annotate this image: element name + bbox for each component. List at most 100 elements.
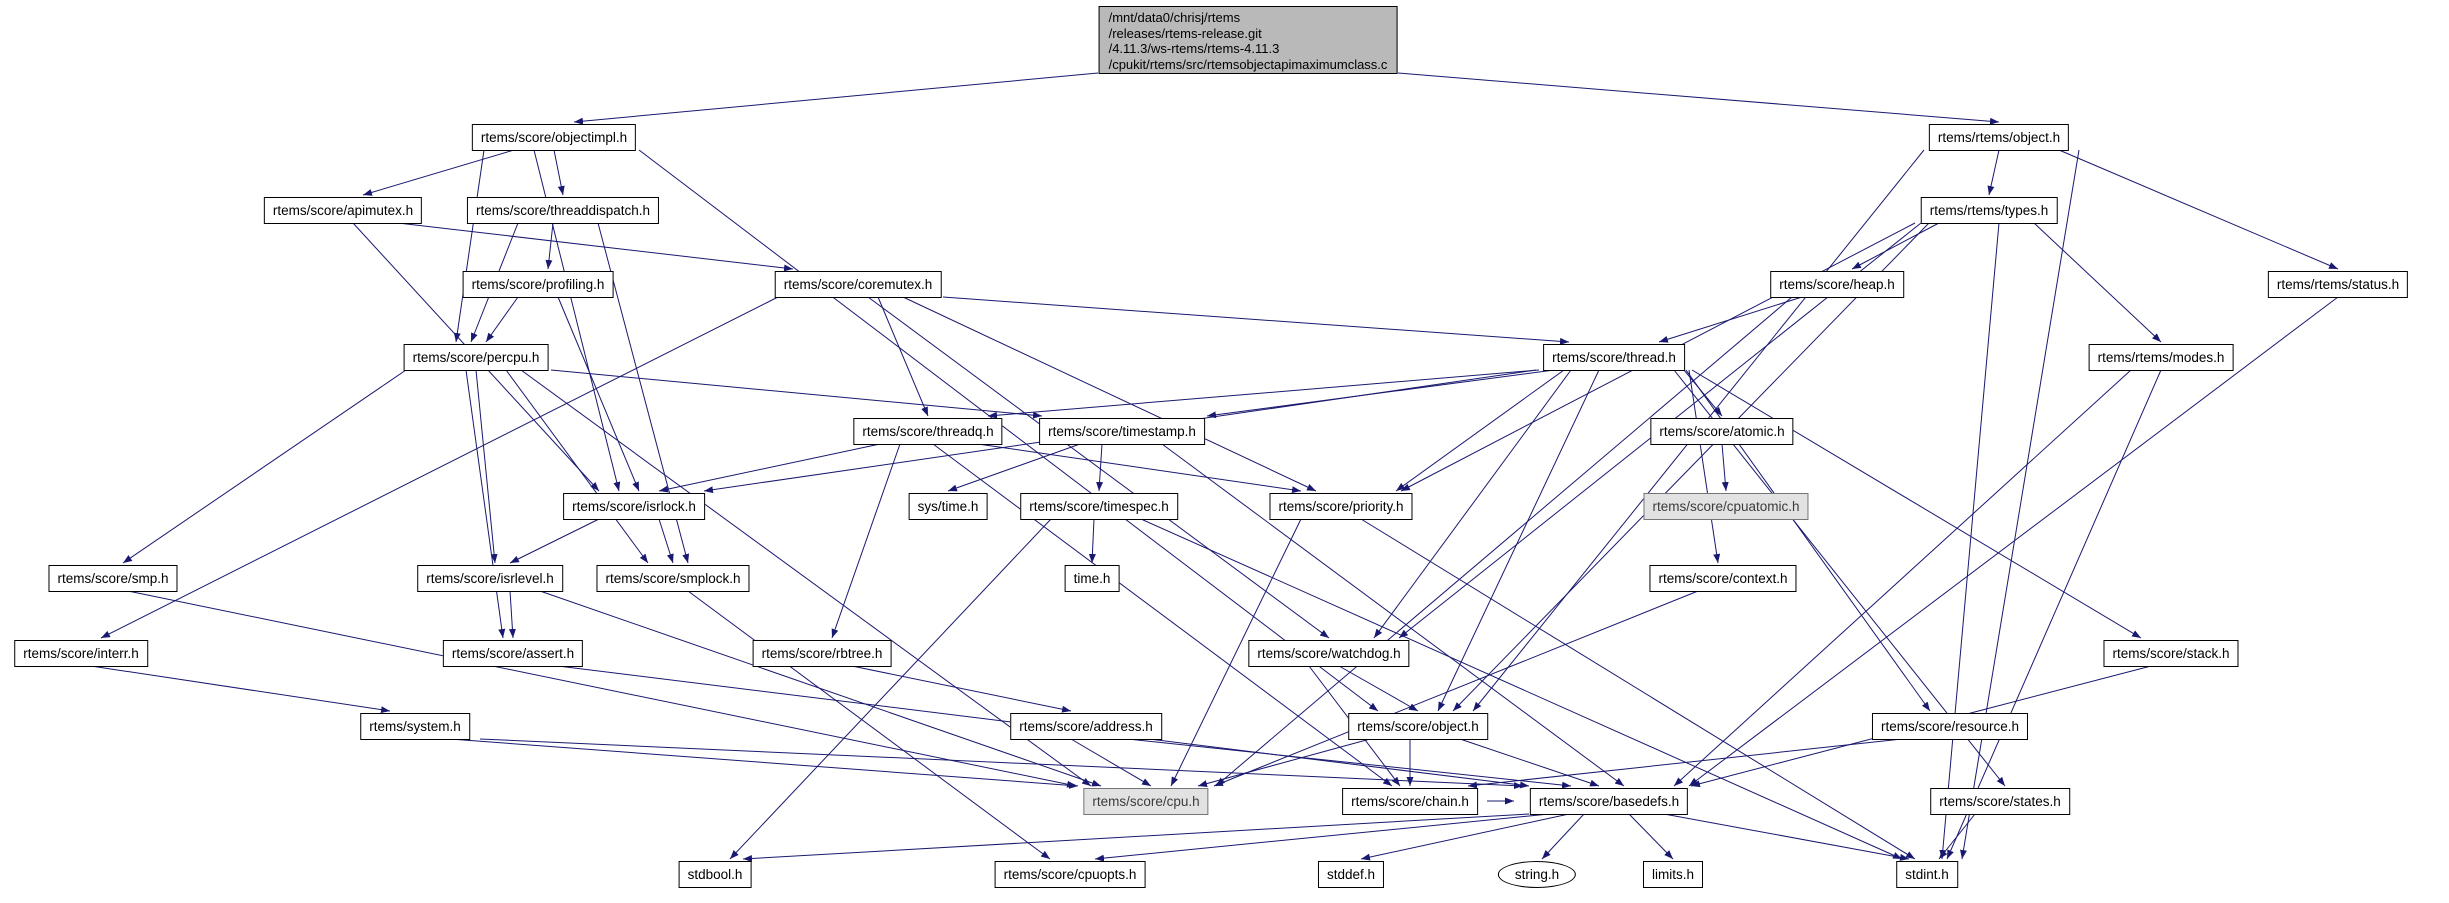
graph-node-types[interactable]: rtems/rtems/types.h (1920, 197, 2058, 224)
graph-edge-types-modes (2033, 222, 2162, 343)
graph-node-rbtree[interactable]: rtems/score/rbtree.h (752, 640, 892, 667)
graph-edge-basedefs-string (1541, 813, 1585, 860)
graph-edge-status-basedefs (1688, 296, 2339, 787)
graph-edge-threadq-isrlock (658, 443, 881, 493)
graph-edge-timespec-stdint (1140, 518, 1903, 860)
graph-node-timespec[interactable]: rtems/score/timespec.h (1020, 493, 1178, 520)
graph-node-cpu[interactable]: rtems/score/cpu.h (1083, 788, 1209, 815)
graph-node-percpu[interactable]: rtems/score/percpu.h (403, 344, 549, 371)
graph-edge-threaddispatch-profiling (545, 222, 554, 270)
graph-node-assert[interactable]: rtems/score/assert.h (442, 640, 584, 667)
graph-edge-types-stdint (1939, 222, 2000, 860)
graph-edge-watchdog-object (1338, 665, 1419, 712)
graph-node-interr[interactable]: rtems/score/interr.h (14, 640, 148, 667)
graph-edge-percpu-isrlevel (475, 369, 498, 564)
graph-node-apimutex[interactable]: rtems/score/apimutex.h (263, 197, 423, 224)
graph-node-isrlevel[interactable]: rtems/score/isrlevel.h (417, 565, 563, 592)
graph-edge-coremutex-priority (902, 296, 1317, 492)
graph-edge-resource-chain (1467, 738, 1903, 789)
graph-node-resource[interactable]: rtems/score/resource.h (1871, 713, 2029, 740)
graph-edge-basedefs-cpuopts (1094, 813, 1550, 862)
graph-edge-coremutex-interr (100, 296, 779, 639)
graph-node-address[interactable]: rtems/score/address.h (1010, 713, 1162, 740)
graph-edge-modes-stdint (1946, 369, 2162, 860)
graph-node-system[interactable]: rtems/system.h (360, 713, 470, 740)
graph-edge-thread-threadq (987, 369, 1540, 419)
graph-node-watchdog[interactable]: rtems/score/watchdog.h (1248, 640, 1410, 667)
graph-node-modes[interactable]: rtems/rtems/modes.h (2088, 344, 2234, 371)
graph-node-atomic[interactable]: rtems/score/atomic.h (1650, 418, 1794, 445)
graph-edge-thread-context (1688, 369, 1721, 564)
graph-node-stdbool[interactable]: stdbool.h (678, 861, 752, 888)
graph-edge-coremutex-thread (942, 296, 1570, 345)
graph-edge-timespec-time (1088, 518, 1096, 564)
graph-node-states[interactable]: rtems/score/states.h (1930, 788, 2070, 815)
graph-node-basedefs[interactable]: rtems/score/basedefs.h (1529, 788, 1689, 815)
graph-edge-smp-cpu (127, 590, 1077, 788)
graph-edge-priority-stdint (1360, 518, 1916, 860)
graph-edge-heap-cpu (1215, 296, 1793, 787)
graph-node-smp[interactable]: rtems/score/smp.h (48, 565, 178, 592)
graph-edge-objectimpl-object (638, 149, 1379, 712)
graph-node-smplock[interactable]: rtems/score/smplock.h (596, 565, 750, 592)
graph-edge-heap-thread (1658, 296, 1803, 343)
graph-node-cpuopts[interactable]: rtems/score/cpuopts.h (994, 861, 1146, 888)
graph-node-threadq[interactable]: rtems/score/threadq.h (853, 418, 1003, 445)
graph-edge-percpu-smp (122, 369, 407, 564)
graph-node-coremutex[interactable]: rtems/score/coremutex.h (774, 271, 942, 298)
graph-edge-percpu-smplock (505, 369, 649, 564)
graph-edge-smplock-cpuopts (687, 590, 1051, 860)
graph-edge-apimutex-coremutex (397, 222, 794, 272)
graph-edge-rtems_object-types (1987, 149, 2000, 196)
graph-edge-root-rtems_object (1397, 72, 2000, 125)
graph-node-systime[interactable]: sys/time.h (908, 493, 988, 520)
graph-edge-threadq-priority (977, 443, 1302, 494)
graph-node-rtems_object[interactable]: rtems/rtems/object.h (1928, 124, 2070, 151)
graph-edge-isrlevel-assert (508, 590, 516, 639)
graph-edge-timestamp-basedefs (1161, 443, 1625, 787)
graph-edge-basedefs-stdint (1663, 813, 1910, 861)
graph-edge-percpu-assert (465, 369, 506, 639)
graph-edge-basedefs-limits (1628, 813, 1674, 860)
graph-edge-object-cpu (1197, 738, 1371, 788)
graph-edge-types-object (1452, 222, 1930, 712)
graph-edge-objectimpl-percpu (453, 149, 485, 343)
graph-node-time[interactable]: time.h (1064, 565, 1120, 592)
graph-node-stddef[interactable]: stddef.h (1317, 861, 1385, 888)
graph-node-string[interactable]: string.h (1497, 861, 1577, 888)
graph-edge-types-heap (1851, 222, 1940, 270)
graph-node-threaddispatch[interactable]: rtems/score/threaddispatch.h (466, 197, 660, 224)
graph-node-cpuatomic[interactable]: rtems/score/cpuatomic.h (1643, 493, 1809, 520)
graph-node-chain[interactable]: rtems/score/chain.h (1342, 788, 1478, 815)
graph-node-status[interactable]: rtems/rtems/status.h (2267, 271, 2409, 298)
graph-edge-thread-watchdog (1373, 369, 1572, 639)
graph-edge-objectimpl-threaddispatch (553, 149, 565, 196)
graph-node-isrlock[interactable]: rtems/score/isrlock.h (563, 493, 705, 520)
graph-edge-isrlock-smplock (658, 518, 674, 564)
graph-node-thread[interactable]: rtems/score/thread.h (1543, 344, 1685, 371)
graph-edge-profiling-percpu (485, 296, 519, 343)
graph-node-object[interactable]: rtems/score/object.h (1348, 713, 1488, 740)
graph-node-stdint[interactable]: stdint.h (1896, 861, 1958, 888)
graph-node-heap[interactable]: rtems/score/heap.h (1770, 271, 1904, 298)
graph-edge-timespec-stdbool (729, 518, 1052, 860)
graph-edge-modes-basedefs (1673, 369, 2132, 787)
graph-node-profiling[interactable]: rtems/score/profiling.h (462, 271, 614, 298)
graph-node-timestamp[interactable]: rtems/score/timestamp.h (1039, 418, 1205, 445)
graph-edge-coremutex-watchdog (867, 296, 1330, 639)
graph-edge-address-basedefs (1127, 738, 1572, 789)
graph-node-root: /mnt/data0/chrisj/rtems /releases/rtems-… (1098, 6, 1398, 74)
graph-edge-system-cpu (449, 738, 1079, 789)
graph-edge-percpu-timestamp (550, 369, 1043, 419)
graph-node-objectimpl[interactable]: rtems/score/objectimpl.h (471, 124, 637, 151)
graph-edge-timestamp-timespec (1096, 443, 1104, 492)
graph-node-priority[interactable]: rtems/score/priority.h (1269, 493, 1413, 520)
graph-node-context[interactable]: rtems/score/context.h (1649, 565, 1797, 592)
graph-node-limits[interactable]: limits.h (1642, 861, 1704, 888)
graph-edge-object-basedefs (1459, 738, 1600, 787)
graph-edge-percpu-cpu (520, 369, 1092, 787)
graph-node-stack[interactable]: rtems/score/stack.h (2103, 640, 2239, 667)
graph-edge-profiling-isrlock (557, 296, 640, 492)
